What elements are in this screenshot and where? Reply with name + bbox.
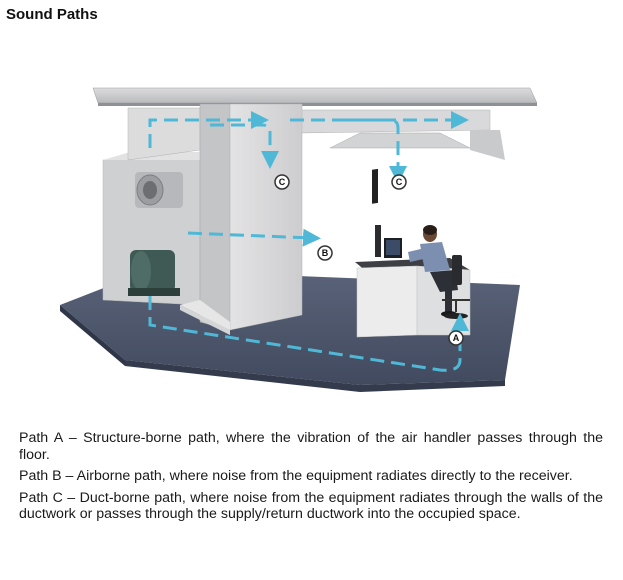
svg-text:A: A: [453, 333, 460, 343]
path-a-arrow: [148, 296, 469, 372]
air-handler-fan: [135, 172, 183, 208]
seated-person: [408, 225, 470, 319]
caption-path-c: Path C – Duct-borne path, where noise fr…: [19, 490, 603, 523]
caption-label: Path C –: [19, 489, 76, 506]
marker-b: B: [317, 245, 333, 261]
caption-path-b: Path B – Airborne path, where noise from…: [19, 468, 603, 485]
path-captions: Path A – Structure-borne path, where the…: [19, 430, 603, 528]
computer-monitors: [372, 168, 402, 258]
motor: [128, 250, 180, 296]
figure-title: Sound Paths: [6, 6, 98, 23]
mechanical-room: [102, 151, 201, 306]
ceiling-slab: [92, 87, 538, 106]
marker-c-right: C: [391, 174, 407, 190]
caption-text: Airborne path, where noise from the equi…: [76, 468, 573, 484]
path-c-arrows: [148, 111, 469, 184]
ductwork: [127, 107, 505, 161]
dividing-wall: [180, 103, 303, 335]
svg-text:C: C: [279, 177, 286, 187]
marker-a: A: [448, 330, 464, 346]
sound-paths-illustration: C C B A: [60, 87, 538, 392]
caption-label: Path A –: [19, 430, 77, 446]
caption-text: Duct-borne path, where noise from the eq…: [19, 489, 603, 523]
caption-path-a: Path A – Structure-borne path, where the…: [19, 430, 603, 463]
caption-label: Path B –: [19, 468, 74, 484]
caption-text: Structure-borne path, where the vibratio…: [19, 430, 603, 463]
svg-text:C: C: [396, 177, 403, 187]
svg-text:B: B: [322, 248, 329, 258]
marker-c-left: C: [274, 174, 290, 190]
